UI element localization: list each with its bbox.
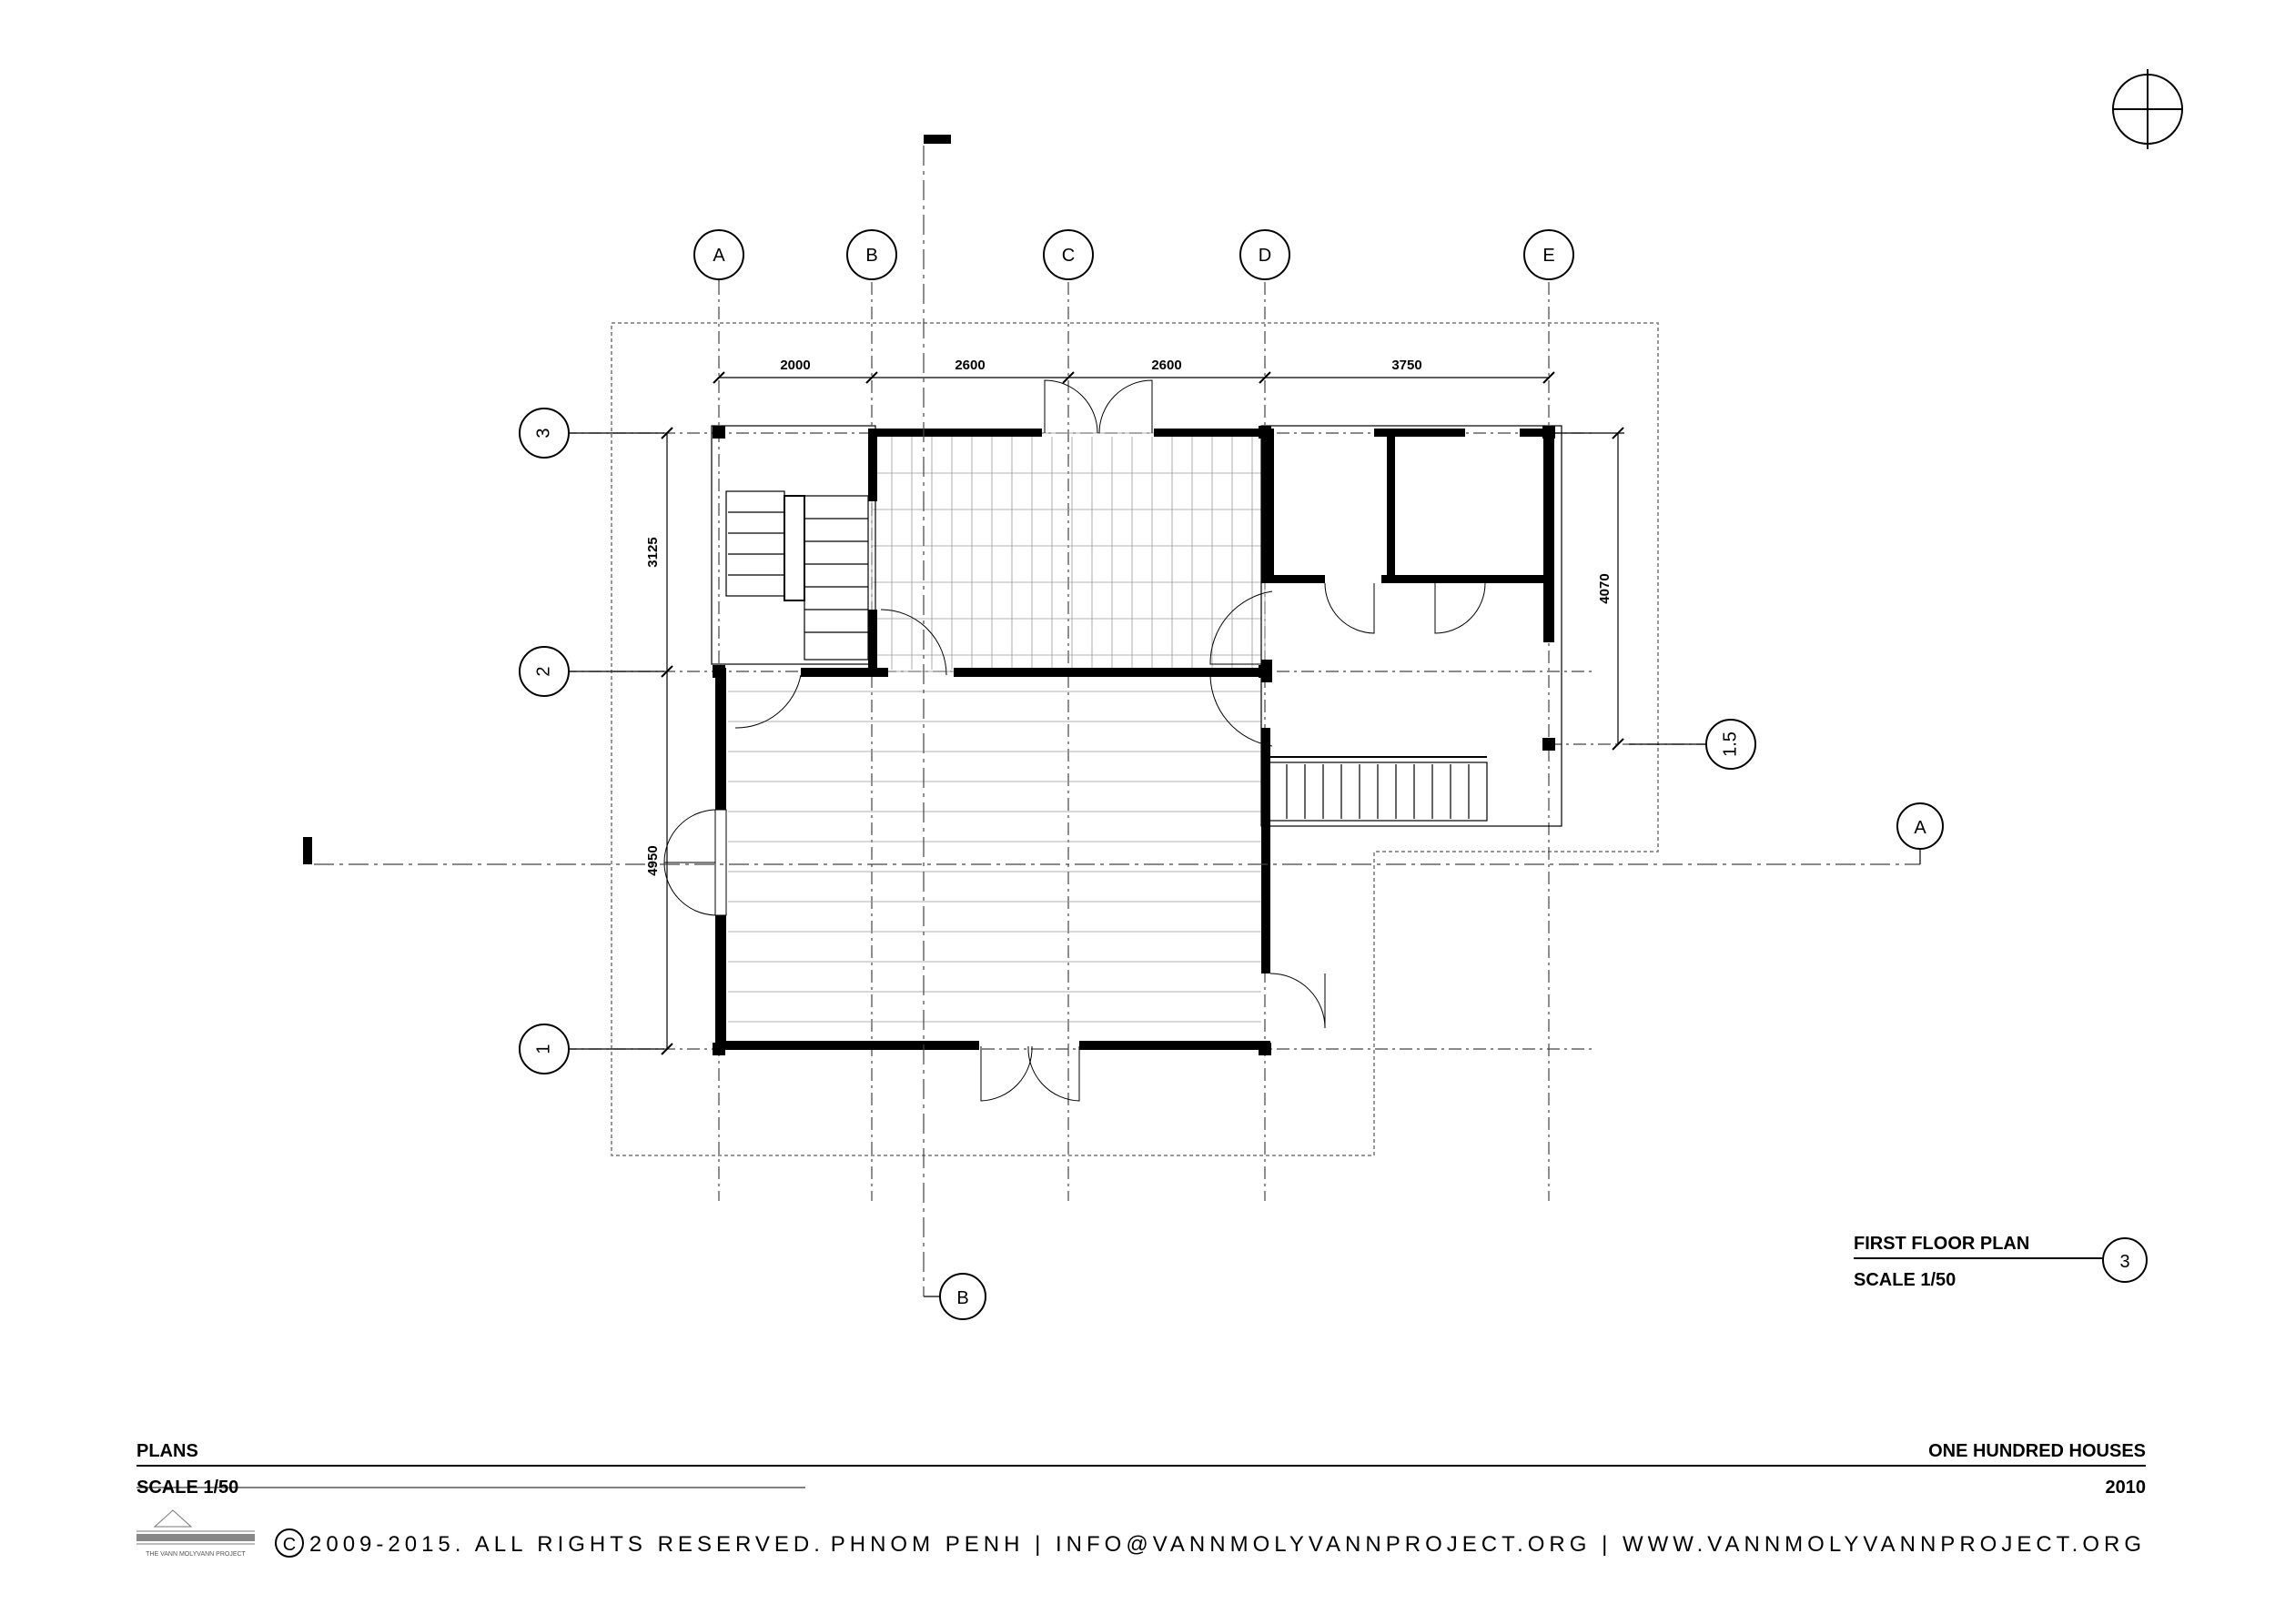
section-label: A <box>1914 818 1926 838</box>
sheet-title: PLANS <box>136 1441 198 1461</box>
dimension-label: 2000 <box>780 358 810 373</box>
grid-label: B <box>865 246 877 266</box>
grid-bubble-2: 2 <box>519 646 664 697</box>
grid-bubble-D: D <box>1239 229 1290 280</box>
grid-lines <box>564 282 1711 1201</box>
dimension-label: 4950 <box>645 845 661 875</box>
dimension-label: 3750 <box>1391 358 1421 373</box>
dimension-chain-top <box>713 371 1555 384</box>
sheet-scale: SCALE 1/50 <box>136 1478 238 1498</box>
section-label: B <box>956 1288 968 1308</box>
grid-bubble-1: 1 <box>519 1024 664 1074</box>
grid-label: A <box>713 246 725 266</box>
grid-label: 2 <box>533 666 553 676</box>
drawing-title: FIRST FLOOR PLAN SCALE 1/50 3 <box>1854 1234 2148 1290</box>
grid-label: 3 <box>533 428 553 438</box>
balcony-outline <box>711 425 1562 827</box>
window-left <box>714 809 727 916</box>
site-outline <box>611 322 1659 1156</box>
drawing-scale: SCALE 1/50 <box>1854 1270 1956 1290</box>
stair-right <box>1268 756 1488 822</box>
project-name: ONE HUNDRED HOUSES <box>1928 1441 2146 1461</box>
grid-bubble-B: B <box>846 229 897 280</box>
drawing-name: FIRST FLOOR PLAN <box>1854 1234 2029 1254</box>
copyright-symbol: C <box>283 1535 296 1555</box>
walls <box>713 426 1555 1055</box>
grid-bubble-1.5: 1.5 <box>1629 719 1756 770</box>
dimension-label: 2600 <box>1151 358 1181 373</box>
doors <box>663 379 1486 1102</box>
dimension-label: 2600 <box>955 358 985 373</box>
dimension-label: 4070 <box>1597 573 1613 603</box>
copyright: C 2009-2015. ALL RIGHTS RESERVED. <box>275 1528 824 1558</box>
north-arrow-icon <box>2112 69 2183 149</box>
section-line-B: B <box>923 135 986 1320</box>
grid-label: E <box>1542 246 1554 266</box>
section-line-A: A <box>303 802 1944 865</box>
vann-molyvann-logo-icon: THE VANN MOLYVANN PROJECT <box>136 1509 255 1558</box>
dimension-label: 3125 <box>645 537 661 567</box>
grid-bubble-A: A <box>693 229 744 282</box>
stair-left <box>725 490 869 661</box>
grid-bubble-E: E <box>1523 229 1574 280</box>
grid-bubble-3: 3 <box>519 408 664 459</box>
grid-label: 1 <box>533 1044 553 1054</box>
grid-bubble-C: C <box>1043 229 1094 280</box>
floor-boards <box>728 432 1266 1023</box>
grid-label: 1.5 <box>1720 731 1740 757</box>
grid-label: C <box>1062 246 1075 266</box>
title-block: PLANS SCALE 1/50 ONE HUNDRED HOUSES 2010 <box>136 1441 2146 1498</box>
contact-line: PHNOM PENH | INFO@VANNMOLYVANNPROJECT.OR… <box>831 1532 2146 1557</box>
copyright-text: 2009-2015. ALL RIGHTS RESERVED. <box>309 1532 824 1557</box>
project-year: 2010 <box>2106 1478 2147 1498</box>
dimension-chain-left <box>661 427 673 1055</box>
dimension-chain-right <box>1549 427 1624 751</box>
logo-caption: THE VANN MOLYVANN PROJECT <box>146 1551 246 1558</box>
drawing-number: 3 <box>2119 1252 2129 1272</box>
grid-label: D <box>1259 246 1271 266</box>
